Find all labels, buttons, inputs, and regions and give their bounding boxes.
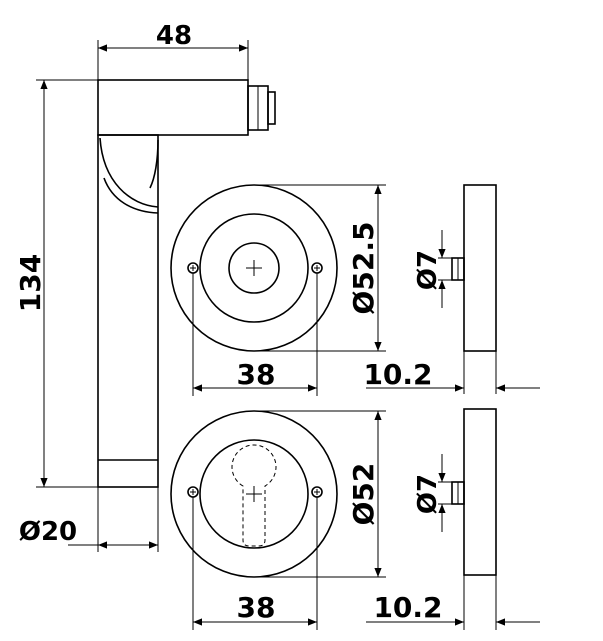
dim-handle-length-label: 134: [14, 254, 47, 312]
handle-arm: [97, 79, 249, 136]
lever-handle: [97, 79, 276, 488]
dim-rose-bottom-diameter-label: Ø52: [347, 463, 380, 526]
dim-rose-top-spindle: Ø7: [413, 230, 452, 308]
dim-handle-width-label: 48: [156, 21, 192, 51]
dim-rose-top-thickness: 10.2: [363, 351, 540, 394]
dim-rose-top-spindle-label: Ø7: [413, 250, 443, 290]
dim-rose-bottom-spindle: Ø7: [413, 454, 452, 532]
handle-curve: [99, 137, 159, 208]
rose-top-side: [451, 184, 497, 352]
rose-bottom-side: [451, 408, 497, 576]
dim-handle-width: 48: [97, 21, 249, 80]
dim-rose-top-thickness-label: 10.2: [363, 358, 432, 391]
handle-spindle-tip: [267, 91, 276, 125]
dim-rose-bottom-spindle-label: Ø7: [413, 474, 443, 514]
dim-rose-bottom-thickness: 10.2: [366, 575, 540, 630]
dim-rose-top-diameter-label: Ø52.5: [347, 222, 380, 315]
dim-handle-diameter-label: Ø20: [19, 517, 77, 547]
dim-rose-top-screw-spacing-label: 38: [237, 358, 276, 391]
dim-handle-length: 134: [14, 79, 98, 488]
handle-body: [97, 134, 159, 488]
cylinder-cutout: [231, 444, 277, 547]
dim-rose-top-diameter: Ø52.5: [254, 184, 386, 352]
rose-top: [170, 184, 338, 352]
dim-handle-diameter: Ø20: [19, 487, 159, 552]
dim-rose-bottom-thickness-label: 10.2: [373, 591, 442, 624]
dim-rose-bottom-diameter: Ø52: [254, 410, 386, 578]
rose-bottom: [170, 410, 338, 578]
dim-rose-top-screw-spacing: 38: [192, 273, 318, 396]
dim-rose-bottom-screw-spacing: 38: [192, 497, 318, 630]
dim-rose-bottom-screw-spacing-label: 38: [237, 591, 276, 624]
